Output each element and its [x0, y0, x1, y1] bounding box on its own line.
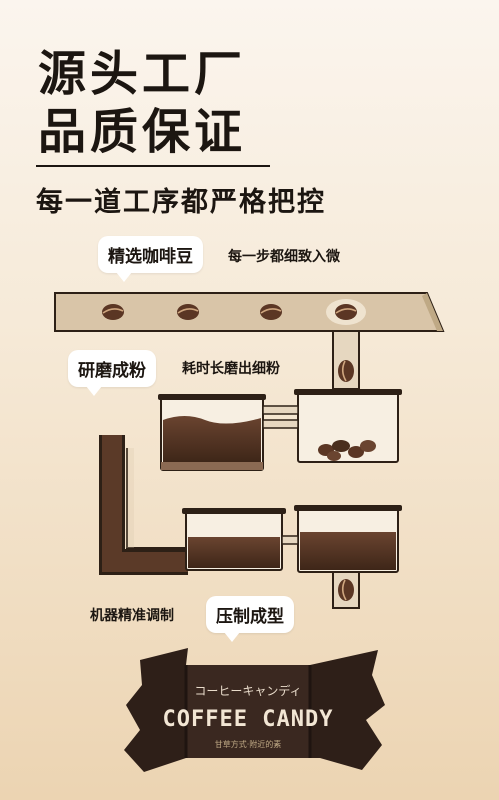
candy-small-print: 甘草方式·附近的素 [215, 739, 282, 749]
step-note-pressing: 机器精准调制 [90, 608, 174, 624]
page-title-line1: 源头工厂 [38, 46, 247, 102]
grinder-left [158, 394, 266, 471]
title-divider [36, 165, 270, 167]
coffee-bean-icon [260, 304, 282, 320]
step-bubble-select-beans: 精选咖啡豆 [98, 236, 203, 282]
step-bubble-pressing: 压制成型 [206, 596, 294, 642]
page-title-line2: 品质保证 [38, 104, 247, 160]
coffee-bean-icon [338, 360, 354, 382]
grinder-right [294, 389, 402, 463]
step-note-select-beans: 每一步都细致入微 [228, 249, 340, 265]
step-note-grinding: 耗时长磨出细粉 [182, 361, 280, 377]
coffee-bean-icon [177, 304, 199, 320]
press-bowl-right [294, 505, 402, 573]
coffee-candy-image [124, 648, 385, 772]
page-subtitle: 每一道工序都严格把控 [36, 187, 326, 218]
candy-brand-text: COFFEE CANDY [163, 707, 334, 732]
press-bowl-left [182, 508, 286, 571]
coffee-bean-icon [102, 304, 124, 320]
coffee-bean-icon [338, 579, 354, 601]
coffee-bean-icon [335, 304, 357, 320]
step-bubble-grinding: 研磨成粉 [68, 350, 156, 396]
candy-katakana: コーヒーキャンディ [194, 683, 301, 698]
